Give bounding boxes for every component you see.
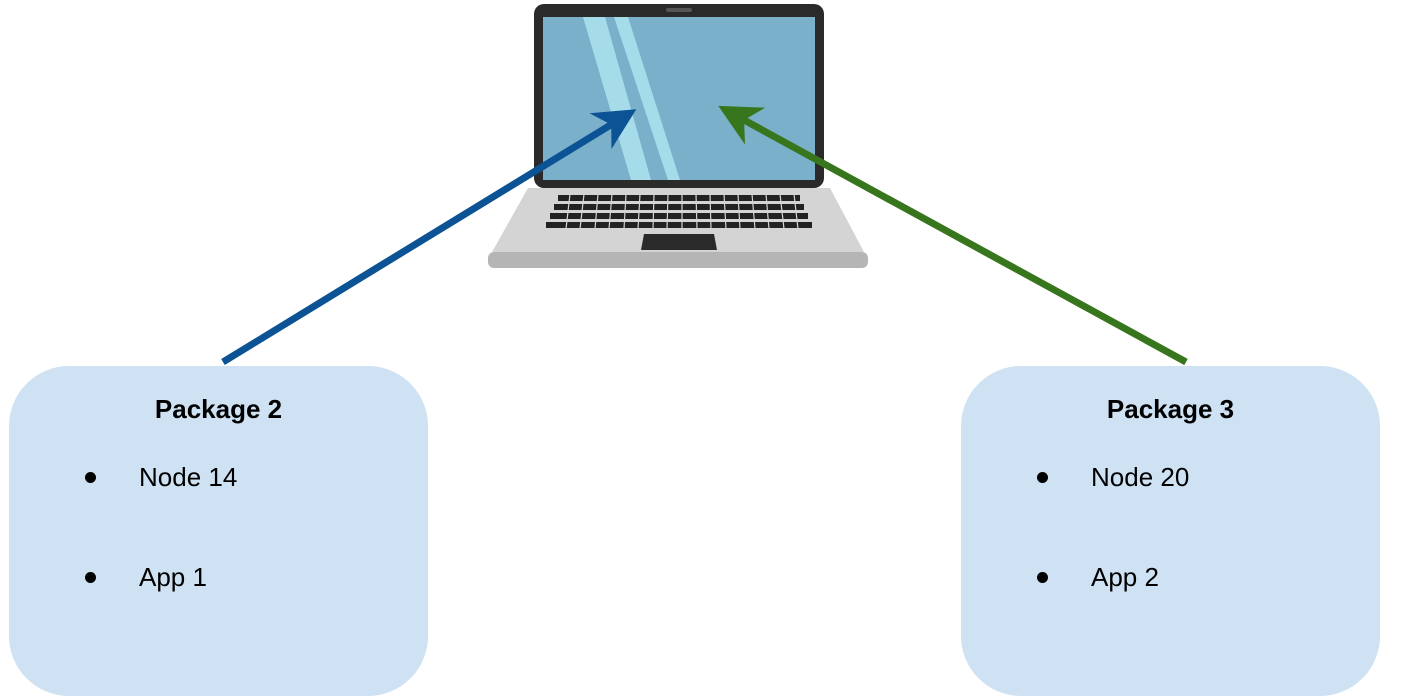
list-item: App 1 — [9, 562, 428, 662]
item-label: Node 14 — [139, 462, 238, 492]
bullet-icon — [85, 472, 96, 483]
bullet-icon — [85, 572, 96, 583]
bullet-icon — [1037, 472, 1048, 483]
package-items: Node 14 App 1 — [9, 462, 428, 662]
package-2-box: Package 2 Node 14 App 1 — [9, 366, 428, 696]
package-3-box: Package 3 Node 20 App 2 — [961, 366, 1380, 696]
list-item: App 2 — [961, 562, 1380, 662]
item-label: App 1 — [139, 562, 207, 592]
list-item: Node 14 — [9, 462, 428, 562]
list-item: Node 20 — [961, 462, 1380, 562]
package-title: Package 3 — [1106, 394, 1235, 424]
item-label: App 2 — [1091, 562, 1159, 592]
package-title: Package 2 — [154, 394, 283, 424]
bullet-icon — [1037, 572, 1048, 583]
package-items: Node 20 App 2 — [961, 462, 1380, 662]
laptop-icon — [488, 4, 868, 268]
item-label: Node 20 — [1091, 462, 1190, 492]
